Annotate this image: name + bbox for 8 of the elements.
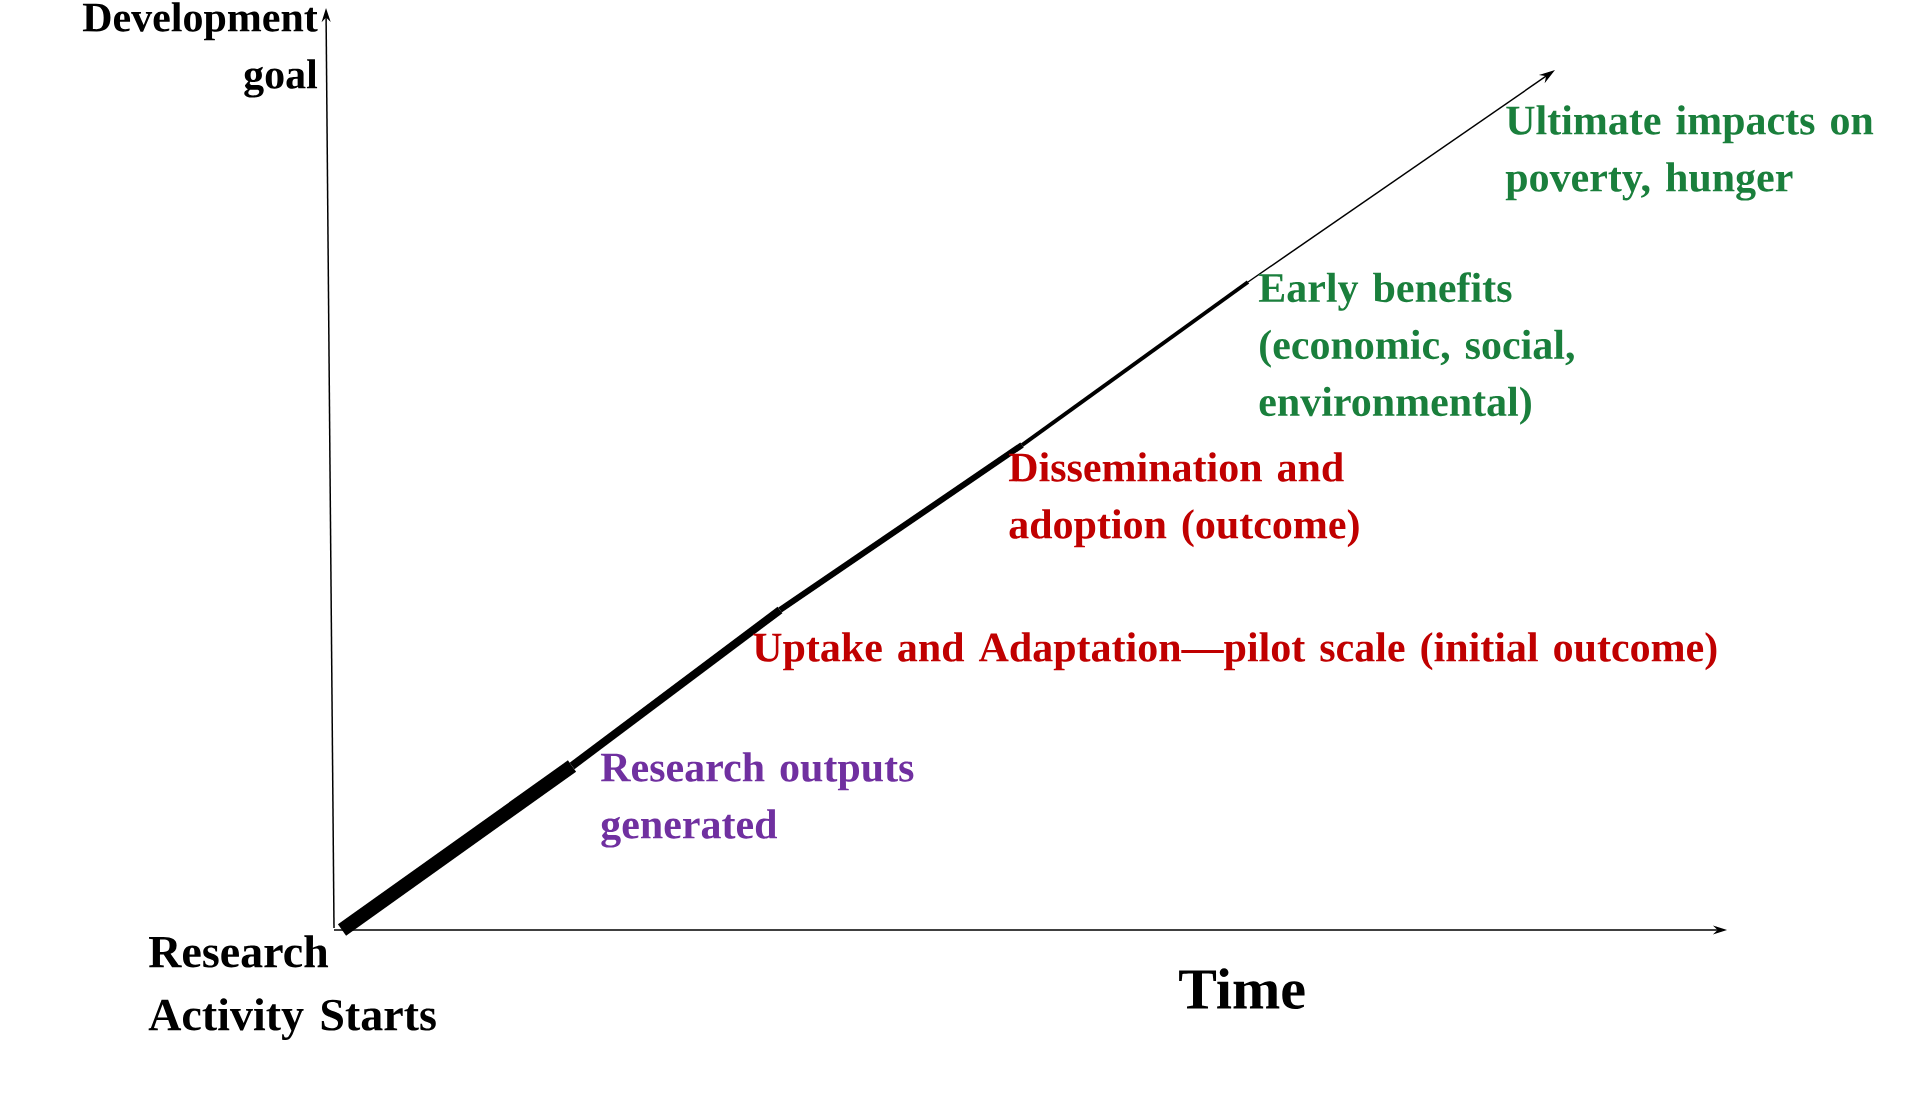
stage-label: Early benefits (economic, social, environmental)	[1258, 272, 1574, 425]
stage-label: Research outputs generated	[600, 752, 914, 848]
stage-label: Uptake and Adaptation—pilot scale (initial outcome)	[753, 632, 1717, 671]
stage-label: Dissemination and adoption (outcome)	[1008, 452, 1359, 548]
axis-label: Development goal	[82, 2, 318, 98]
axis-label: Research Activity Starts	[148, 935, 436, 1041]
stage-label: Ultimate impacts on poverty, hunger	[1505, 105, 1874, 201]
axis-label: Time	[1179, 968, 1305, 1009]
